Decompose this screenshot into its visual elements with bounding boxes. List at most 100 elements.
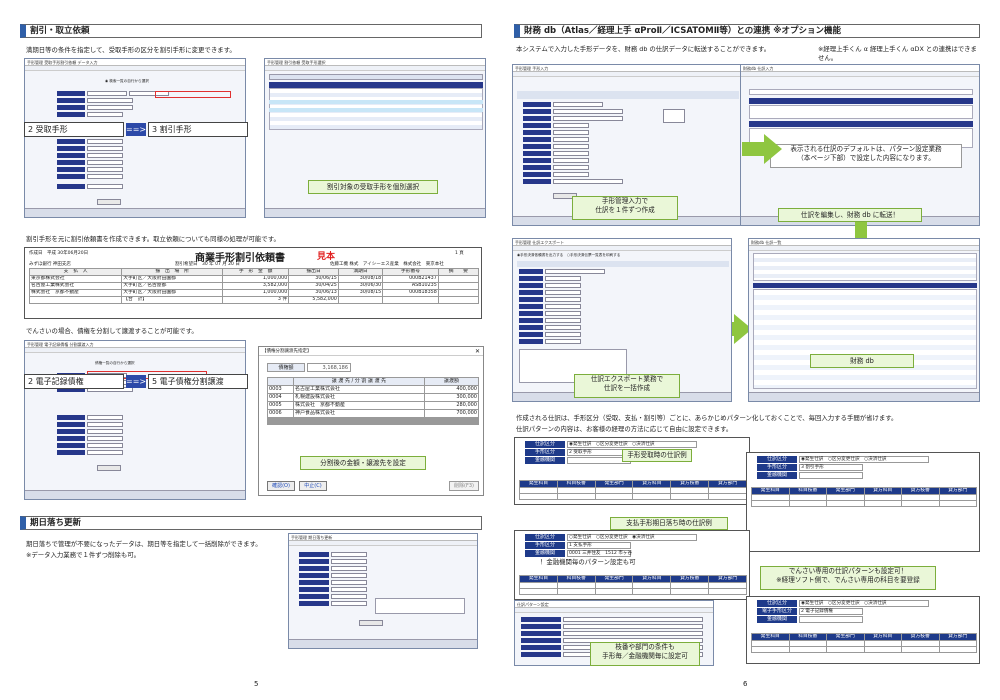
callout-branch-condition: 枝番や部門の条件も 手形毎／金融機関毎に設定可 — [590, 642, 700, 666]
amount-label: 債権額 — [267, 363, 305, 372]
table-cell: 1,000,000 — [222, 289, 290, 297]
table-row[interactable] — [519, 588, 747, 595]
table-cell: 神戸食品株式会社 — [293, 409, 425, 418]
table-cell — [863, 500, 902, 507]
table-cell — [788, 500, 827, 507]
pattern-field-value[interactable]: 1 支払手形 — [567, 542, 631, 549]
table-cell — [670, 588, 710, 595]
pattern-field-label: 金融機関 — [757, 616, 797, 623]
arrow-right-icon — [712, 314, 752, 344]
table-cell: 0006 — [267, 409, 294, 418]
report-header-cell: 満期日 — [337, 268, 384, 276]
pattern-header-row: 発生科目科目枝番発生部門貸方科目貸方枝番貸方部門 — [519, 480, 747, 488]
pattern-header-row: 発生科目科目枝番発生部門貸方科目貸方枝番貸方部門 — [751, 487, 977, 495]
table-cell: 東京都株式会社 — [28, 275, 123, 283]
table-cell — [632, 588, 672, 595]
callout-zaimu-db: 財務 db — [810, 354, 914, 368]
pattern-columns-received: 発生科目科目枝番発生部門貸方科目貸方枝番貸方部門 — [519, 480, 747, 500]
page-number-left: 5 — [254, 680, 259, 688]
close-icon[interactable]: ✕ — [474, 348, 480, 355]
pattern-field-label: 仕訳区分 — [757, 600, 797, 607]
screenshot-discount-list: 手形管理 割引依頼 受取手形選択 — [264, 58, 486, 218]
split-dialog-title: 【債権分割譲渡先指定】 — [259, 347, 483, 356]
pattern-field-value[interactable]: ◉発生仕訳 ○区分変更仕訳 ○決済仕訳 — [799, 456, 929, 463]
pattern-column-header: 貸方科目 — [863, 633, 902, 641]
table-cell — [708, 493, 747, 500]
pattern-header-row: 発生科目科目枝番発生部門貸方科目貸方枝番貸方部門 — [519, 575, 747, 583]
pattern-column-header: 科目枝番 — [556, 480, 596, 488]
table-cell — [594, 588, 634, 595]
table-cell — [293, 423, 425, 425]
pattern-column-header: 発生科目 — [751, 487, 790, 495]
report-company: 佐藤工機 株式 アイシーエス産業 株式会社 東京本社 — [330, 262, 444, 267]
pattern-field-value[interactable]: 3 割引手形 — [799, 464, 863, 471]
conversion-arrow-densai: ==> — [126, 375, 147, 388]
pattern-field-value[interactable]: ○発生仕訳 ○区分変更仕訳 ◉決済仕訳 — [567, 534, 697, 541]
section-heading-integration: 財務 db（Atlas／経理上手 αProⅡ／ICSATOMⅡ等）との連携 ※オ… — [514, 24, 980, 38]
table-cell: 280,000 — [423, 401, 480, 410]
table-cell — [751, 646, 790, 653]
pattern-field-value[interactable]: 0001 三井住友 1512 市ヶ谷 — [567, 550, 633, 557]
pattern-column-header: 貸方科目 — [632, 575, 672, 583]
callout-payment-example: 支払手形期日落ち時の仕訳例 — [610, 517, 728, 530]
report-header-cell: 振出日 — [288, 268, 339, 276]
pattern-columns-densai: 発生科目科目枝番発生部門貸方科目貸方枝番貸方部門 — [751, 633, 977, 653]
table-cell — [938, 500, 977, 507]
pattern-field-label: 金融機関 — [525, 457, 565, 464]
table-cell: 大手町区／大阪府田園都 — [121, 289, 224, 297]
pattern-field-value[interactable]: ◉発生仕訳 ○区分変更仕訳 ○決済仕訳 — [567, 441, 697, 448]
report-header-cell: 振 出 場 所 — [121, 268, 224, 276]
cancel-button[interactable]: 中止(C) — [299, 481, 327, 491]
pattern-column-header: 貸方部門 — [938, 633, 977, 641]
conversion-arrow: ==> — [126, 123, 147, 136]
screenshot-discount-entry: 手形管理 受取手形割引依頼 データ入力 ◉ 検索一覧の自行から選択 — [24, 58, 246, 218]
bank-pattern-note: ！金融機関毎のパターン設定も可 — [540, 558, 636, 566]
paragraph-expiry-2: ※データ入力業務で１件ずつ削除も可。 — [26, 551, 140, 559]
table-cell: 30/04/25 — [288, 282, 339, 290]
conversion-to-discount: 3 割引手形 — [148, 122, 248, 137]
note-unsupported: ※経理上手くん α 経理上手くん αDX との連携はできません。 — [818, 45, 977, 62]
pattern-field-value[interactable] — [799, 472, 863, 479]
report-date2: 割引希望日 30 年 07 月 20 日 — [175, 262, 240, 267]
table-cell: ASB10235 — [382, 282, 439, 290]
pattern-column-header: 科目枝番 — [788, 487, 827, 495]
pattern-column-header: 発生部門 — [594, 480, 634, 488]
delete-button[interactable]: 削除(F3) — [449, 481, 479, 491]
table-cell — [556, 493, 596, 500]
pattern-field-label: 手形区分 — [525, 449, 565, 456]
pattern-column-header: 発生部門 — [826, 487, 865, 495]
split-header-cell — [267, 377, 294, 386]
table-cell — [519, 493, 558, 500]
callout-edit-transfer: 仕訳を編集し、財務 db に転送！ — [778, 208, 922, 222]
pattern-field-value[interactable] — [799, 616, 863, 623]
confirm-button[interactable]: 確認(O) — [267, 481, 295, 491]
pattern-field-value[interactable]: ◉発生仕訳 ○区分変更仕訳 ○決済仕訳 — [799, 600, 929, 607]
table-row[interactable] — [751, 500, 977, 507]
table-row[interactable] — [267, 423, 480, 425]
table-cell: 0004 — [267, 393, 294, 402]
paragraph-discount-intro: 満期日等の条件を指定して、受取手形の区分を割引手形に変更できます。 — [26, 46, 236, 54]
table-row[interactable] — [751, 646, 977, 653]
pattern-field-value[interactable]: 2 電子記録債権 — [799, 608, 863, 615]
table-cell: 30/08/15 — [337, 289, 384, 297]
table-cell: 3 件 — [222, 296, 290, 304]
table-cell — [826, 500, 865, 507]
table-row[interactable] — [519, 493, 747, 500]
table-cell: 大手町区／大阪府田園都 — [121, 275, 224, 283]
table-cell — [437, 289, 480, 297]
table-cell: 5,582,000 — [288, 296, 339, 304]
table-cell: 30/08/18 — [337, 275, 384, 283]
pattern-field-label: 金融機関 — [757, 472, 797, 479]
report-header-cell: 手 形 金 額 — [222, 268, 290, 276]
table-cell: 名古屋工業株式会社 — [28, 282, 123, 290]
paragraph-densai-split: でんさいの場合、債権を分割して譲渡することが可能です。 — [26, 327, 198, 335]
